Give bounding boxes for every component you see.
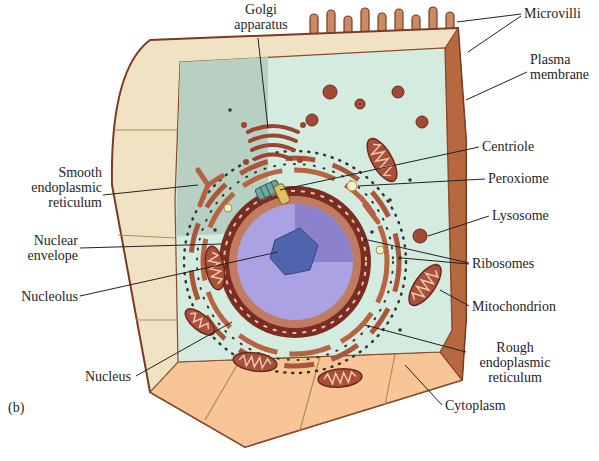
part-label: Nucleus (85, 369, 145, 384)
part-label: Cytoplasm (445, 398, 555, 413)
part-label: Nucleolus (12, 289, 78, 304)
panel-letter: (b) (8, 400, 48, 415)
part-label: Lysosome (492, 208, 592, 223)
part-label: Mitochondrion (472, 299, 596, 314)
part-label: Rough endoplasmic reticulum (470, 340, 560, 385)
part-label: Nuclear envelope (12, 233, 78, 263)
part-label: Peroxiome (488, 171, 593, 186)
part-label: Centriole (482, 139, 592, 154)
part-label: Golgi apparatus (225, 2, 297, 32)
part-label: Plasma membrane (530, 52, 596, 82)
part-label: Ribosomes (472, 256, 592, 271)
part-label: Smooth endoplasmic reticulum (12, 165, 102, 210)
part-label: Microvilli (524, 6, 596, 21)
